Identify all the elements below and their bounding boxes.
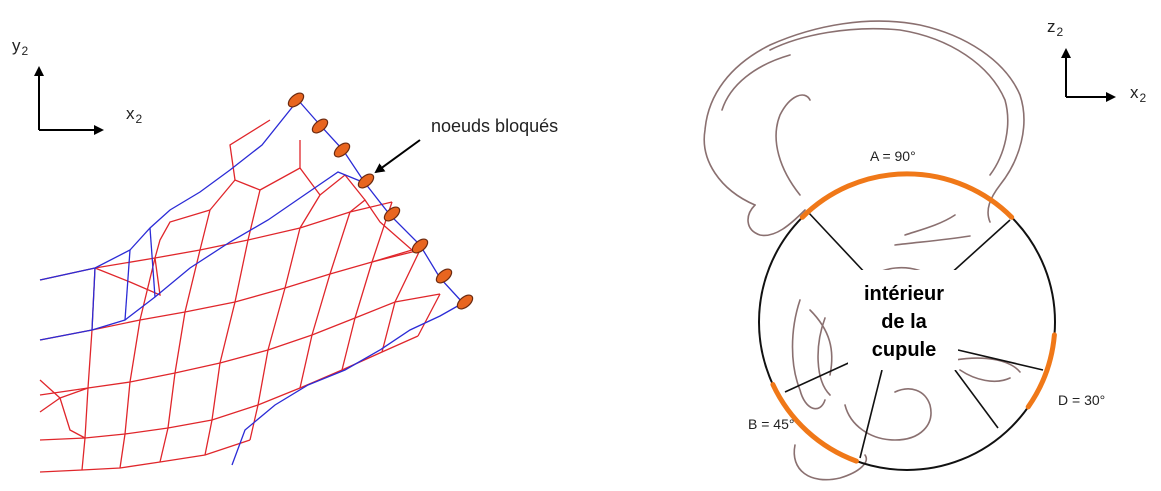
zone-d-arc (1025, 332, 1057, 410)
mesh-red-edge (249, 227, 301, 441)
mesh-blue-edge (91, 267, 96, 331)
blocked-node-marker (411, 238, 429, 254)
blocked-node-marker (357, 173, 375, 189)
mesh-red-edge (154, 209, 211, 259)
contact-zone-arcs (770, 171, 1057, 464)
cup-sector-line (954, 369, 999, 429)
x2-axis-label-right: x2 (1130, 83, 1146, 105)
finite-element-mesh-boundary (39, 99, 464, 466)
cup-sector-line (807, 211, 869, 277)
blocked-node-marker (333, 142, 351, 158)
blocked-node-marker (383, 206, 401, 222)
mesh-blue-edge (231, 302, 464, 466)
mesh-red-edge (417, 293, 441, 337)
cup-interior-line-1: intérieur (863, 283, 945, 305)
cup-interior-label: intérieur de la cupule (848, 280, 960, 364)
mesh-red-edge (259, 167, 321, 229)
z2-axis-label: z2 (1047, 17, 1063, 39)
zone-a-label: A = 90° (870, 148, 916, 164)
mesh-red-edge (371, 249, 413, 263)
finite-element-mesh-inner (39, 119, 441, 473)
x2-axis-sub: 2 (135, 112, 143, 126)
mesh-red-edge (39, 249, 421, 341)
mesh-red-edge (39, 293, 441, 396)
blocked-nodes (287, 92, 474, 310)
y2-axis-label: y2 (12, 36, 28, 58)
mesh-red-edge (159, 249, 201, 463)
x2r-axis-base: x (1130, 83, 1139, 102)
zone-b-label: B = 45° (748, 416, 795, 432)
pelvic-bone-outline (703, 20, 1025, 481)
mesh-blue-edge (124, 249, 131, 321)
right-axes (1061, 48, 1116, 102)
mesh-red-edge (204, 239, 249, 456)
mesh-red-edge (341, 201, 393, 371)
mesh-red-edge (381, 249, 421, 353)
mesh-red-edge (39, 439, 251, 473)
mesh-blue-edge (39, 99, 299, 281)
zone-a-arc (799, 171, 1015, 220)
mesh-red-edge (39, 201, 393, 281)
zone-b-arc (770, 382, 859, 464)
mesh-red-edge (229, 119, 271, 181)
blocked-node-marker (311, 118, 329, 134)
annotation-arrow (374, 139, 421, 174)
y2-axis-base: y (12, 36, 21, 55)
cup-sector-line (947, 219, 1011, 277)
x2r-axis-sub: 2 (1139, 91, 1147, 105)
mesh-blue-edge (39, 171, 366, 341)
blocked-node-marker (456, 294, 474, 310)
cup-interior-line-3: cupule (871, 339, 937, 361)
mesh-red-edge (319, 174, 366, 213)
mesh-red-edge (59, 397, 86, 439)
cup-sector-line (784, 359, 856, 393)
mesh-red-edge (39, 397, 61, 413)
mesh-red-edge (94, 257, 161, 297)
blocked-node-marker (287, 92, 305, 108)
mesh-red-edge (39, 335, 419, 441)
blocked-node-marker (435, 268, 453, 284)
x2-axis-base: x (126, 104, 135, 123)
cup-sector-lines (784, 211, 1044, 459)
mesh-red-edge (119, 257, 156, 469)
x2-axis-label: x2 (126, 104, 142, 126)
cup-sector-line (859, 369, 883, 459)
left-axes (34, 66, 104, 135)
center-label-background (848, 270, 958, 370)
cup-interior-line-2: de la (881, 311, 927, 333)
mesh-blue-edge (149, 227, 156, 298)
z2-axis-sub: 2 (1056, 25, 1064, 39)
cup-sector-line (957, 349, 1044, 371)
y2-axis-sub: 2 (21, 44, 29, 58)
zone-d-label: D = 30° (1058, 392, 1106, 408)
blocked-nodes-annotation: noeuds bloqués (431, 116, 559, 136)
z2-axis-base: z (1047, 17, 1056, 36)
mesh-red-edge (299, 211, 351, 389)
